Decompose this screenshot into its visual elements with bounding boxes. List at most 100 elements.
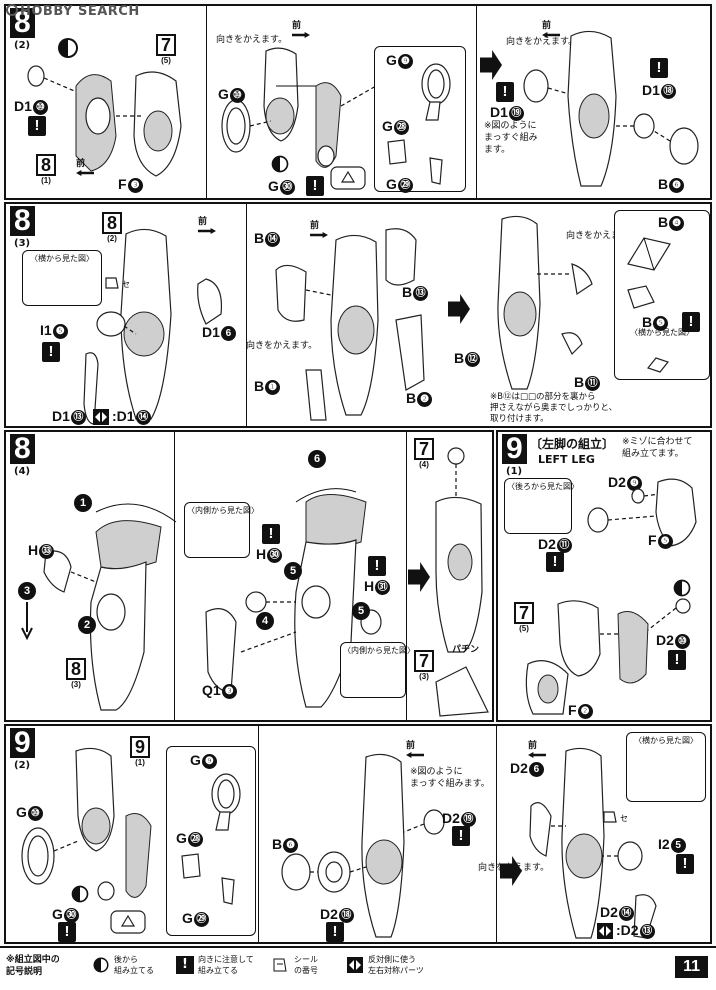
later-assembly-icon (93, 957, 109, 973)
step-ref-8-3: 8(3) (66, 658, 86, 689)
fin-part-figure (627, 237, 671, 271)
note-turn: 向きをかえます。 (566, 231, 638, 241)
step-ref-7-3: 7(3) (414, 650, 434, 681)
front-direction-arrow: 前 (310, 218, 328, 238)
svg-text:セ: セ (122, 280, 130, 289)
section-title-jp: 〔左脚の組立〕 (530, 437, 615, 451)
parts-callout-box (166, 746, 256, 936)
sequence-marker-3: 3 (18, 582, 36, 600)
front-direction-arrow: 前 (542, 18, 560, 38)
legend-label: シール の番号 (294, 955, 318, 975)
note-turn: 向きをかえます。 (478, 863, 550, 873)
later-assembly-icon (58, 38, 78, 58)
front-direction-arrow: 前 (292, 18, 310, 38)
mirror-part-icon (597, 923, 613, 939)
front-direction-arrow: 前 (76, 156, 94, 176)
caution-icon: ! (368, 556, 386, 576)
watermark-text: HOBBY SEARCH (20, 4, 140, 19)
ring-part-figure (211, 773, 241, 831)
step-number: 8 (10, 8, 35, 38)
later-assembly-icon (271, 155, 289, 173)
watermark: HOBBY SEARCH (6, 4, 140, 19)
mirror-part-icon (93, 409, 109, 425)
step-sub: (3) (14, 238, 31, 249)
divider (258, 726, 259, 942)
note-turn: 向きをかえます。 (216, 35, 288, 45)
side-view-callout: 〈横から見た図〉 (22, 250, 102, 306)
side-view-label: 〈横から見た図〉 (630, 328, 694, 337)
caution-icon: ! (42, 342, 60, 362)
step-ref-8-2: 8(2) (102, 212, 122, 243)
small-part-figure (221, 877, 235, 905)
front-direction-arrow: 前 (198, 214, 216, 234)
inner-view-callout: 〈内側から見た図〉 (340, 642, 415, 698)
panel-step-9-1: 9 (1) 〔左脚の組立〕 LEFT LEG ※ミゾに合わせて 組み立てます。 … (496, 430, 712, 722)
upper-leg-figure (21, 747, 152, 901)
step-ref-7-5: 7(5) (156, 34, 176, 65)
step-sub: (2) (14, 40, 31, 51)
caution-icon: ! (28, 116, 46, 136)
mirror-part-icon (347, 957, 363, 973)
caution-icon: ! (546, 552, 564, 572)
sequence-marker-5: 5 (284, 562, 302, 580)
caution-icon: ! (650, 58, 668, 78)
divider (476, 6, 477, 198)
inner-view-callout: 〈内側から見た図〉 (184, 502, 259, 558)
part-detail-icon (110, 910, 146, 934)
divider (406, 432, 407, 720)
step-number: 8 (10, 206, 35, 236)
sequence-marker-4: 4 (256, 612, 274, 630)
arm-part-figure (27, 65, 182, 177)
note-straight: ※図のように まっすぐ組み ます。 (484, 121, 538, 155)
step-sub: (4) (14, 466, 31, 477)
foot-assembly-figure (525, 598, 691, 715)
legend-label: 反対側に使う 左右対称パーツ (368, 955, 424, 975)
next-step-arrow (448, 294, 470, 324)
caution-icon: ! (262, 524, 280, 544)
step-ref-8-1: 8(1) (36, 154, 56, 185)
step-ref-9-1: 9(1) (130, 736, 150, 767)
knee-armor-figure (43, 503, 177, 711)
legend-item-seal: シール の番号 (272, 954, 318, 976)
caution-icon: ! (326, 922, 344, 942)
seal-icon: セ (603, 811, 628, 823)
later-assembly-icon (71, 885, 89, 903)
sequence-marker-6: 6 (308, 450, 326, 468)
next-step-arrow (500, 856, 522, 886)
legend-item-later: 後から 組み立てる (92, 954, 154, 976)
down-arrow (21, 602, 33, 641)
divider (206, 6, 207, 198)
lower-leg-figure (83, 228, 223, 425)
front-direction-arrow: 前 (406, 738, 424, 758)
caution-icon: ! (176, 956, 194, 974)
seal-icon: セ (105, 277, 130, 289)
caution-icon: ! (452, 826, 470, 846)
